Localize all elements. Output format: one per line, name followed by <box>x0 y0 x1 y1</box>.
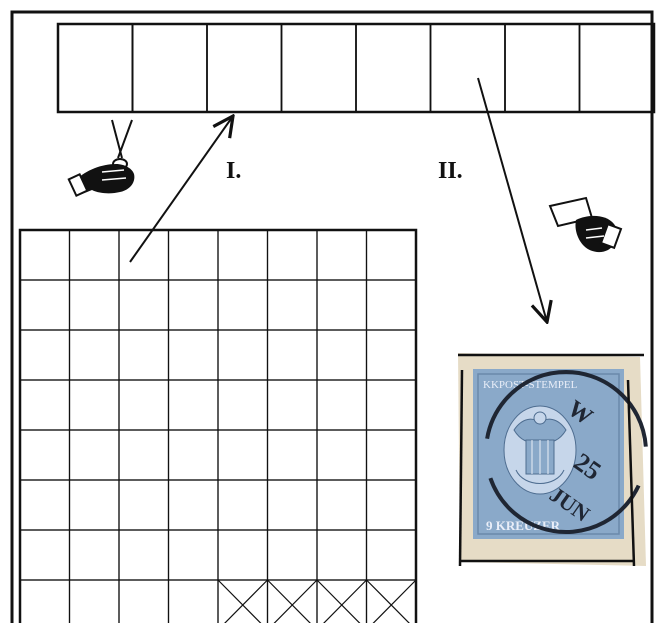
sheet-cell <box>20 580 70 623</box>
coat-of-arms-emblem <box>504 406 576 494</box>
sheet-cell <box>70 430 120 480</box>
sheet-cell <box>218 530 268 580</box>
sheet-cell <box>367 330 417 380</box>
sheet-cell <box>169 230 219 280</box>
sheet-cell <box>367 430 417 480</box>
sheet-cell-cross <box>367 580 417 623</box>
sheet-cell <box>20 480 70 530</box>
strip-cell <box>431 24 506 112</box>
step-two-label: II. <box>438 158 463 184</box>
sheet-cell <box>70 280 120 330</box>
sheet-cell <box>20 380 70 430</box>
sheet-cell <box>20 530 70 580</box>
sheet-cell <box>268 230 318 280</box>
sheet-cell <box>268 330 318 380</box>
sheet-cell <box>218 280 268 330</box>
sheet-cell <box>70 380 120 430</box>
hand-holding-stamp-icon <box>550 198 621 252</box>
arrow-strip-to-stamp <box>478 78 547 322</box>
sheet-cell <box>218 330 268 380</box>
sheet-cell <box>70 330 120 380</box>
sheet-cell <box>317 530 367 580</box>
sheet-cell <box>169 530 219 580</box>
sheet-cell <box>20 230 70 280</box>
sheet-cell <box>70 230 120 280</box>
sheet-cell <box>169 330 219 380</box>
sheet-cell <box>317 230 367 280</box>
sheet-cell <box>317 580 367 623</box>
strip-cell <box>207 24 282 112</box>
sheet-cell <box>317 430 367 480</box>
sheet-cell <box>169 430 219 480</box>
sheet-cell <box>317 280 367 330</box>
strip-cell <box>282 24 357 112</box>
sheet-cell <box>20 430 70 480</box>
sheet-cell <box>317 480 367 530</box>
sheet-cell <box>268 280 318 330</box>
sheet-cell <box>169 380 219 430</box>
sheet-cell <box>119 280 169 330</box>
step-one-label: I. <box>226 158 241 184</box>
sheet-cell <box>268 430 318 480</box>
sheet-cell <box>119 580 169 623</box>
sheet-cell <box>268 380 318 430</box>
sheet-cell <box>268 580 318 623</box>
sheet-cell-cross <box>317 580 367 623</box>
sheet-cell <box>20 280 70 330</box>
sheet-cell <box>70 530 120 580</box>
scissors-hand-icon <box>69 120 135 196</box>
sheet-cell <box>218 480 268 530</box>
sheet-cell <box>367 380 417 430</box>
sheet-cell <box>169 580 219 623</box>
sheet-cell <box>218 580 268 623</box>
sheet-cell <box>20 330 70 380</box>
stamp-sheet-grid <box>20 230 416 623</box>
sheet-cell <box>169 480 219 530</box>
strip-cell <box>356 24 431 112</box>
sheet-cell <box>367 580 417 623</box>
stamp-strip <box>58 24 654 112</box>
sheet-cell <box>169 280 219 330</box>
sheet-cell <box>119 330 169 380</box>
sheet-cell <box>119 230 169 280</box>
sheet-cell <box>218 380 268 430</box>
sheet-cell <box>218 230 268 280</box>
cancelled-stamp-image: KKPOST-STEMPEL 9 KREUZER W 25 JUN <box>453 339 660 566</box>
sheet-cell <box>367 480 417 530</box>
sheet-cell-cross <box>218 580 268 623</box>
sheet-cell <box>268 530 318 580</box>
sheet-cell <box>317 380 367 430</box>
sheet-cell <box>218 430 268 480</box>
sheet-cell <box>119 380 169 430</box>
strip-cell <box>580 24 655 112</box>
sheet-cell <box>367 530 417 580</box>
strip-cell <box>133 24 208 112</box>
sheet-cell <box>70 580 120 623</box>
strip-cell <box>505 24 580 112</box>
sheet-cell <box>119 480 169 530</box>
strip-cell <box>58 24 133 112</box>
sheet-cell <box>119 430 169 480</box>
sheet-cell <box>317 330 367 380</box>
sheet-cell <box>70 480 120 530</box>
sheet-cell <box>119 530 169 580</box>
sheet-cell <box>367 280 417 330</box>
sheet-cell <box>268 480 318 530</box>
sheet-cell-cross <box>268 580 318 623</box>
sheet-cell <box>367 230 417 280</box>
